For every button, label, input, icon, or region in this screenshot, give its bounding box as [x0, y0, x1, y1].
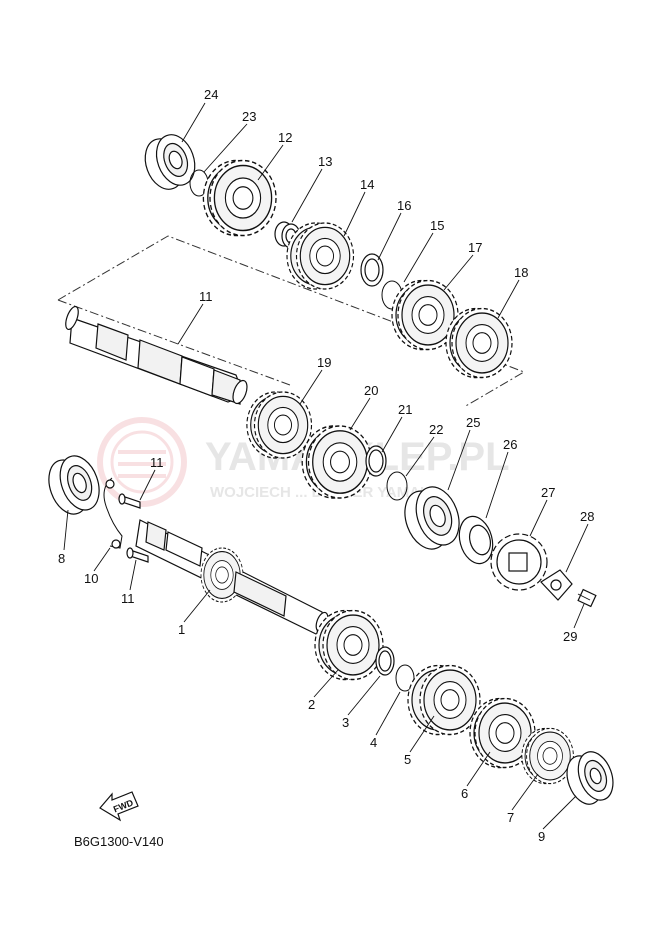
callout-14: 13	[318, 154, 332, 169]
callout-20: 19	[317, 355, 331, 370]
gear-7	[521, 727, 574, 785]
callout-9: 9	[538, 829, 545, 844]
callout-12: 11	[199, 289, 213, 304]
callout-labels: 24 23 12 13 14 16 15 17 18 11 19 20 21 2…	[58, 87, 594, 844]
callout-13: 12	[278, 130, 292, 145]
gear-21	[301, 425, 373, 499]
callout-1: 1	[178, 622, 185, 637]
callout-30: 29	[563, 629, 577, 644]
bearing-retainer-10	[103, 477, 123, 549]
callout-17: 16	[397, 198, 411, 213]
oil-seal-27	[458, 515, 494, 565]
callout-3: 3	[342, 715, 349, 730]
callout-11-lower: 11	[121, 591, 135, 606]
callout-21: 20	[364, 383, 378, 398]
callout-18: 17	[468, 240, 482, 255]
gear-13	[202, 159, 277, 237]
callout-22: 21	[398, 402, 412, 417]
bearing-25	[144, 134, 196, 190]
drive-axle-12	[65, 305, 248, 405]
callout-4: 4	[370, 735, 377, 750]
callout-5: 5	[404, 752, 411, 767]
gear-15	[286, 222, 355, 290]
callout-27: 26	[503, 437, 517, 452]
callout-29: 28	[580, 509, 594, 524]
screw-11-upper	[118, 493, 141, 509]
bearing-26	[404, 486, 460, 550]
screw-11-lower	[126, 547, 149, 563]
callout-26: 25	[466, 415, 480, 430]
callout-23: 22	[429, 422, 443, 437]
gear-2	[314, 609, 384, 681]
circlip-4	[395, 664, 415, 692]
callout-15: 14	[360, 177, 374, 192]
lock-washer-29	[540, 569, 573, 601]
sprocket-28	[490, 533, 548, 591]
fwd-arrow-icon: FWD	[99, 791, 139, 822]
washer-22	[365, 445, 387, 477]
bearing-9	[566, 751, 614, 805]
washer-3	[375, 646, 395, 676]
callout-28: 27	[541, 485, 555, 500]
diagram-code: B6G1300-V140	[74, 834, 164, 849]
callout-8: 8	[58, 551, 65, 566]
gear-5	[407, 664, 481, 736]
callout-19: 18	[514, 265, 528, 280]
callout-25: 24	[204, 87, 218, 102]
callout-7: 7	[507, 810, 514, 825]
circlip-23	[386, 471, 408, 501]
bearing-8	[48, 455, 100, 515]
callout-6: 6	[461, 786, 468, 801]
callout-10: 10	[84, 571, 98, 586]
leader-lines	[63, 102, 589, 830]
drive-axle-group-outline	[57, 235, 526, 408]
callout-16: 15	[430, 218, 444, 233]
main-axle-1	[135, 519, 329, 635]
callout-2: 2	[308, 697, 315, 712]
callout-11-upper: 11	[150, 455, 164, 470]
gear-19	[445, 307, 513, 379]
bolt-30	[577, 588, 597, 608]
washer-17	[360, 253, 384, 287]
callout-24: 23	[242, 109, 256, 124]
watermark-logo	[97, 417, 187, 507]
